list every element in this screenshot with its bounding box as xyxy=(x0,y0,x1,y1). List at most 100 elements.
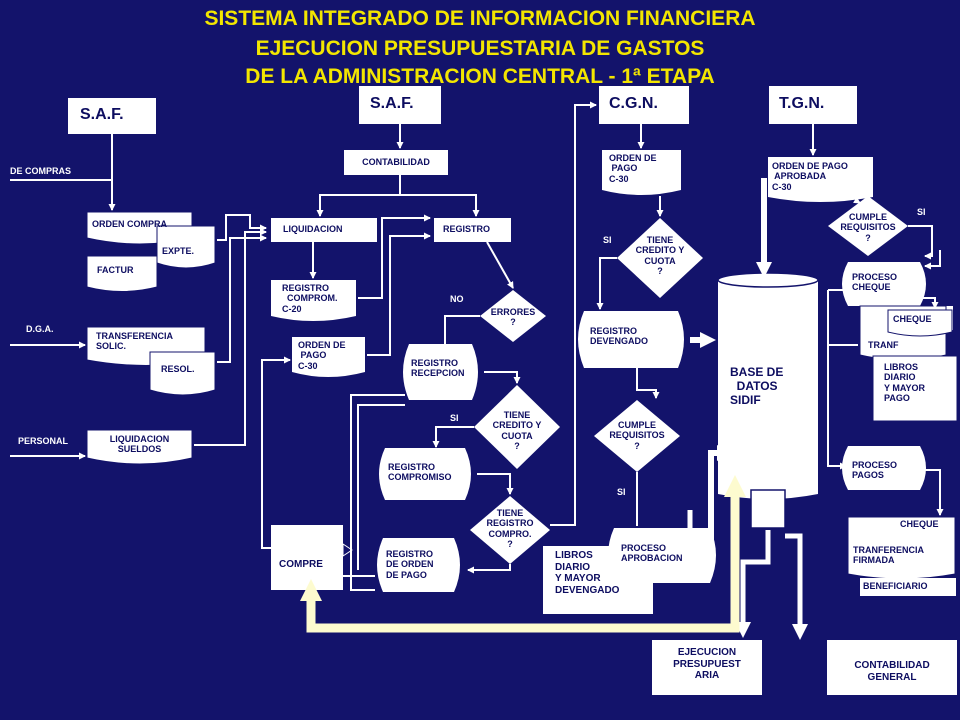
title-line-3: DE LA ADMINISTRACION CENTRAL - 1ª ETAPA xyxy=(245,65,715,88)
contabilidad-general-box xyxy=(827,640,957,695)
cheque-2-label: CHEQUE xyxy=(900,519,939,529)
orden-pago-cgn-doc xyxy=(602,150,681,195)
ejecucion-presupuestaria-box xyxy=(652,640,762,695)
cgn-header-box xyxy=(599,86,689,124)
title-line-2: EJECUCION PRESUPUESTARIA DE GASTOS xyxy=(255,37,705,60)
registro-devengado-cyl xyxy=(578,311,684,368)
tiene-registro-label: TIENE REGISTRO COMPRO. ? xyxy=(486,508,534,550)
factur-doc xyxy=(86,255,158,292)
registro-comprom-label: REGISTRO COMPROM. C-20 xyxy=(282,283,338,314)
cgn-cumple-label: CUMPLE REQUISITOS ? xyxy=(609,420,665,451)
tgn-left-bus xyxy=(827,290,847,470)
liquidacion-sueldos-doc xyxy=(86,429,193,465)
compre-label: COMPRE xyxy=(279,559,323,570)
compre-to-orden-pago xyxy=(261,356,291,549)
cumple-to-cheque-loop xyxy=(924,250,941,270)
aprobacion-to-db-arrow xyxy=(708,445,733,555)
expte-doc xyxy=(156,225,216,269)
proceso-cheque-cyl xyxy=(842,262,926,306)
db-to-ejecucion-arrow xyxy=(735,530,771,638)
tiene-registro-to-orden xyxy=(467,564,511,574)
errores-no-label: NO xyxy=(450,294,464,304)
errores-diamond xyxy=(480,290,546,342)
credito-si-to-compromiso xyxy=(432,426,474,448)
registro-label: REGISTRO xyxy=(443,224,491,234)
input-dga: D.G.A. xyxy=(26,324,54,334)
registro-recepcion-label: REGISTRO RECEPCION xyxy=(411,358,465,379)
orden-pago-saf-label: ORDEN DE PAGO C-30 xyxy=(298,340,346,371)
registro-orden-to-cgn xyxy=(550,101,597,526)
saf-left-header-box xyxy=(68,98,156,134)
libros-devengado-label: LIBROS DIARIO Y MAYOR DEVENGADO xyxy=(555,550,620,596)
tgn-cumple-si-label: SI xyxy=(917,207,926,217)
contabilidad-general-label: CONTABILIDAD GENERAL xyxy=(854,660,930,683)
proceso-pagos-label: PROCESO PAGOS xyxy=(852,460,898,481)
compre-doc xyxy=(271,525,343,590)
title-line-1: SISTEMA INTEGRADO DE INFORMACION FINANCI… xyxy=(204,7,756,30)
tgn-cumple-label: CUMPLE REQUISITOS ? xyxy=(840,212,896,243)
database-connector-box xyxy=(750,489,786,529)
tiene-credito-label: TIENE CREDITO Y CUOTA ? xyxy=(492,410,542,452)
proceso-aprobacion-label: PROCESO APROBACION xyxy=(621,543,683,564)
tranf-label: TRANF xyxy=(868,340,899,350)
tiene-registro-diamond xyxy=(470,496,550,564)
tgn-orden-to-cumple xyxy=(853,196,861,204)
credito-si-to-devengado xyxy=(596,257,617,310)
cheque-doc-top xyxy=(887,309,953,337)
cgn-tiene-credito-diamond xyxy=(617,218,703,298)
errores-no-path xyxy=(408,315,480,371)
database-top xyxy=(717,272,819,288)
orden-pago-to-registro xyxy=(367,232,431,356)
factur-label: FACTUR xyxy=(97,265,134,275)
resol-label: RESOL. xyxy=(161,364,195,374)
tgn-header: T.G.N. xyxy=(779,95,825,112)
libros-pago-label: LIBROS DIARIO Y MAYOR PAGO xyxy=(884,362,926,404)
tgn-cumple-diamond xyxy=(828,196,908,256)
orden-pago-cgn-label: ORDEN DE PAGO C-30 xyxy=(609,153,657,184)
orden-pago-aprobada-label: ORDEN DE PAGO APROBADA C-30 xyxy=(772,161,848,192)
ejecucion-presupuestaria-label: EJECUCION PRESUPUEST ARIA xyxy=(673,647,741,681)
proceso-pagos-to-cheque xyxy=(920,469,944,516)
transferencia-firmada-label: TRANFERENCIA FIRMADA xyxy=(853,545,924,566)
database-cylinder xyxy=(718,280,818,499)
compre-tab xyxy=(342,543,353,557)
recepcion-loop-left xyxy=(350,394,405,591)
cgn-credito-si-label: SI xyxy=(603,235,612,245)
sueldos-to-liquidacion xyxy=(194,228,267,446)
tiene-credito-diamond xyxy=(474,385,560,469)
cgn-tiene-credito-label: TIENE CREDITO Y CUOTA ? xyxy=(635,235,685,277)
resol-doc xyxy=(149,351,216,396)
tgn-header-box xyxy=(769,86,857,124)
registro-compromiso-cyl xyxy=(379,448,471,500)
orden-compra-to-liquidacion xyxy=(217,214,267,241)
saf-center-header-box xyxy=(359,86,441,124)
registro-to-errores xyxy=(486,241,514,289)
registro-orden-pago-label: REGISTRO DE ORDEN DE PAGO xyxy=(386,549,434,580)
transferencia-label: TRANSFERENCIA SOLIC. xyxy=(96,331,174,352)
cgn-header: C.G.N. xyxy=(609,95,658,112)
recepcion-to-credito xyxy=(484,371,521,384)
registro-box xyxy=(434,218,511,242)
liquidacion-box xyxy=(271,218,377,242)
beneficiario-box xyxy=(860,578,956,596)
saf-left-header: S.A.F. xyxy=(80,106,124,123)
registro-recepcion-cyl xyxy=(403,344,478,400)
input-compras: DE COMPRAS xyxy=(10,166,72,176)
registro-orden-pago-cyl xyxy=(377,538,460,592)
feedback-arrow xyxy=(300,579,740,633)
proceso-cheque-label: PROCESO CHEQUE xyxy=(852,272,898,293)
tgn-cumple-si xyxy=(908,225,933,260)
input-personal: PERSONAL xyxy=(18,436,69,446)
db-to-contabilidad-arrow xyxy=(785,533,808,640)
devengado-to-cumple xyxy=(636,368,660,399)
cheque-label: CHEQUE xyxy=(893,314,932,324)
contabilidad-box xyxy=(344,150,448,175)
registro-comprom-to-registro xyxy=(358,214,431,299)
saf-center-header: S.A.F. xyxy=(370,95,414,112)
database-label: BASE DE DATOS SIDIF xyxy=(730,365,784,407)
registro-compromiso-label: REGISTRO COMPROMISO xyxy=(388,462,452,483)
recepcion-loop-inner xyxy=(357,404,405,570)
orden-pago-aprobada-doc xyxy=(768,157,873,202)
